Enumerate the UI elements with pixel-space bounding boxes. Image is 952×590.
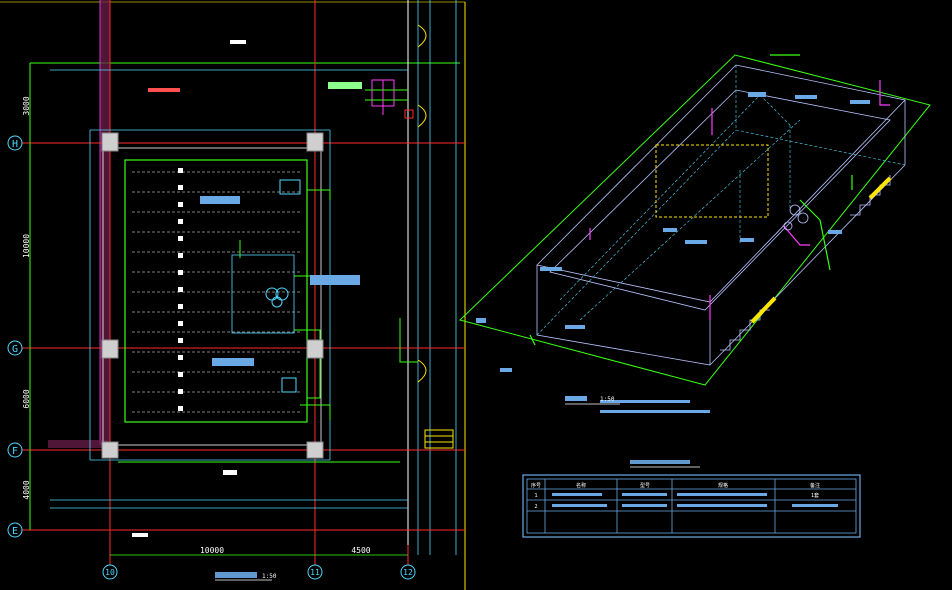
isometric-view: 1:50 [459, 54, 931, 413]
iso-title-scale: 1:50 [600, 396, 615, 403]
grid-bubble-col-11 [307, 564, 323, 580]
col-dim-0: 10000 [200, 546, 224, 555]
grid-bubble-col-12 [400, 564, 416, 580]
grid-label-row-E: E [12, 526, 18, 537]
grid-bubble-row-H [7, 135, 23, 151]
row-dim-0: 3000 [22, 96, 31, 115]
table-row-1-no: 1 [534, 493, 537, 499]
table-header-2: 型号 [640, 482, 650, 489]
plan-grid-col-bubbles: 10 11 12 [102, 564, 416, 580]
grid-bubble-col-10 [102, 564, 118, 580]
table-row-2-no: 2 [534, 504, 537, 510]
row-dim-2: 6000 [22, 389, 31, 408]
grid-bubble-row-G [7, 340, 23, 356]
plan-row-dimensions: 3000 10000 6000 4000 [22, 96, 31, 499]
grid-label-row-H: H [12, 139, 18, 150]
equipment-table: 序号 名称 型号 规格 备注 1 1套 2 [522, 460, 861, 538]
table-row-1-note: 1套 [811, 492, 819, 499]
plan-col-dimensions: 10000 4500 [200, 546, 371, 555]
grid-label-col-10: 10 [105, 568, 115, 577]
plan-grid-row-bubbles: H G F E [7, 135, 23, 538]
grid-label-row-G: G [12, 344, 18, 355]
grid-bubble-row-E [7, 522, 23, 538]
table-header-1: 名称 [576, 482, 586, 489]
plan-title-scale: 1:50 [262, 573, 277, 580]
table-header-3: 规格 [718, 482, 728, 489]
plan-view: H G F E 10 11 12 3000 10000 6000 4000 [0, 0, 466, 590]
table-header-0: 序号 [531, 482, 541, 489]
grid-bubble-row-F [7, 442, 23, 458]
row-dim-3: 4000 [22, 480, 31, 499]
row-dim-1: 10000 [22, 234, 31, 258]
grid-label-row-F: F [12, 446, 18, 457]
grid-label-col-11: 11 [310, 568, 320, 577]
col-dim-1: 4500 [351, 546, 370, 555]
table-header-4: 备注 [810, 482, 820, 489]
grid-label-col-12: 12 [403, 568, 413, 577]
